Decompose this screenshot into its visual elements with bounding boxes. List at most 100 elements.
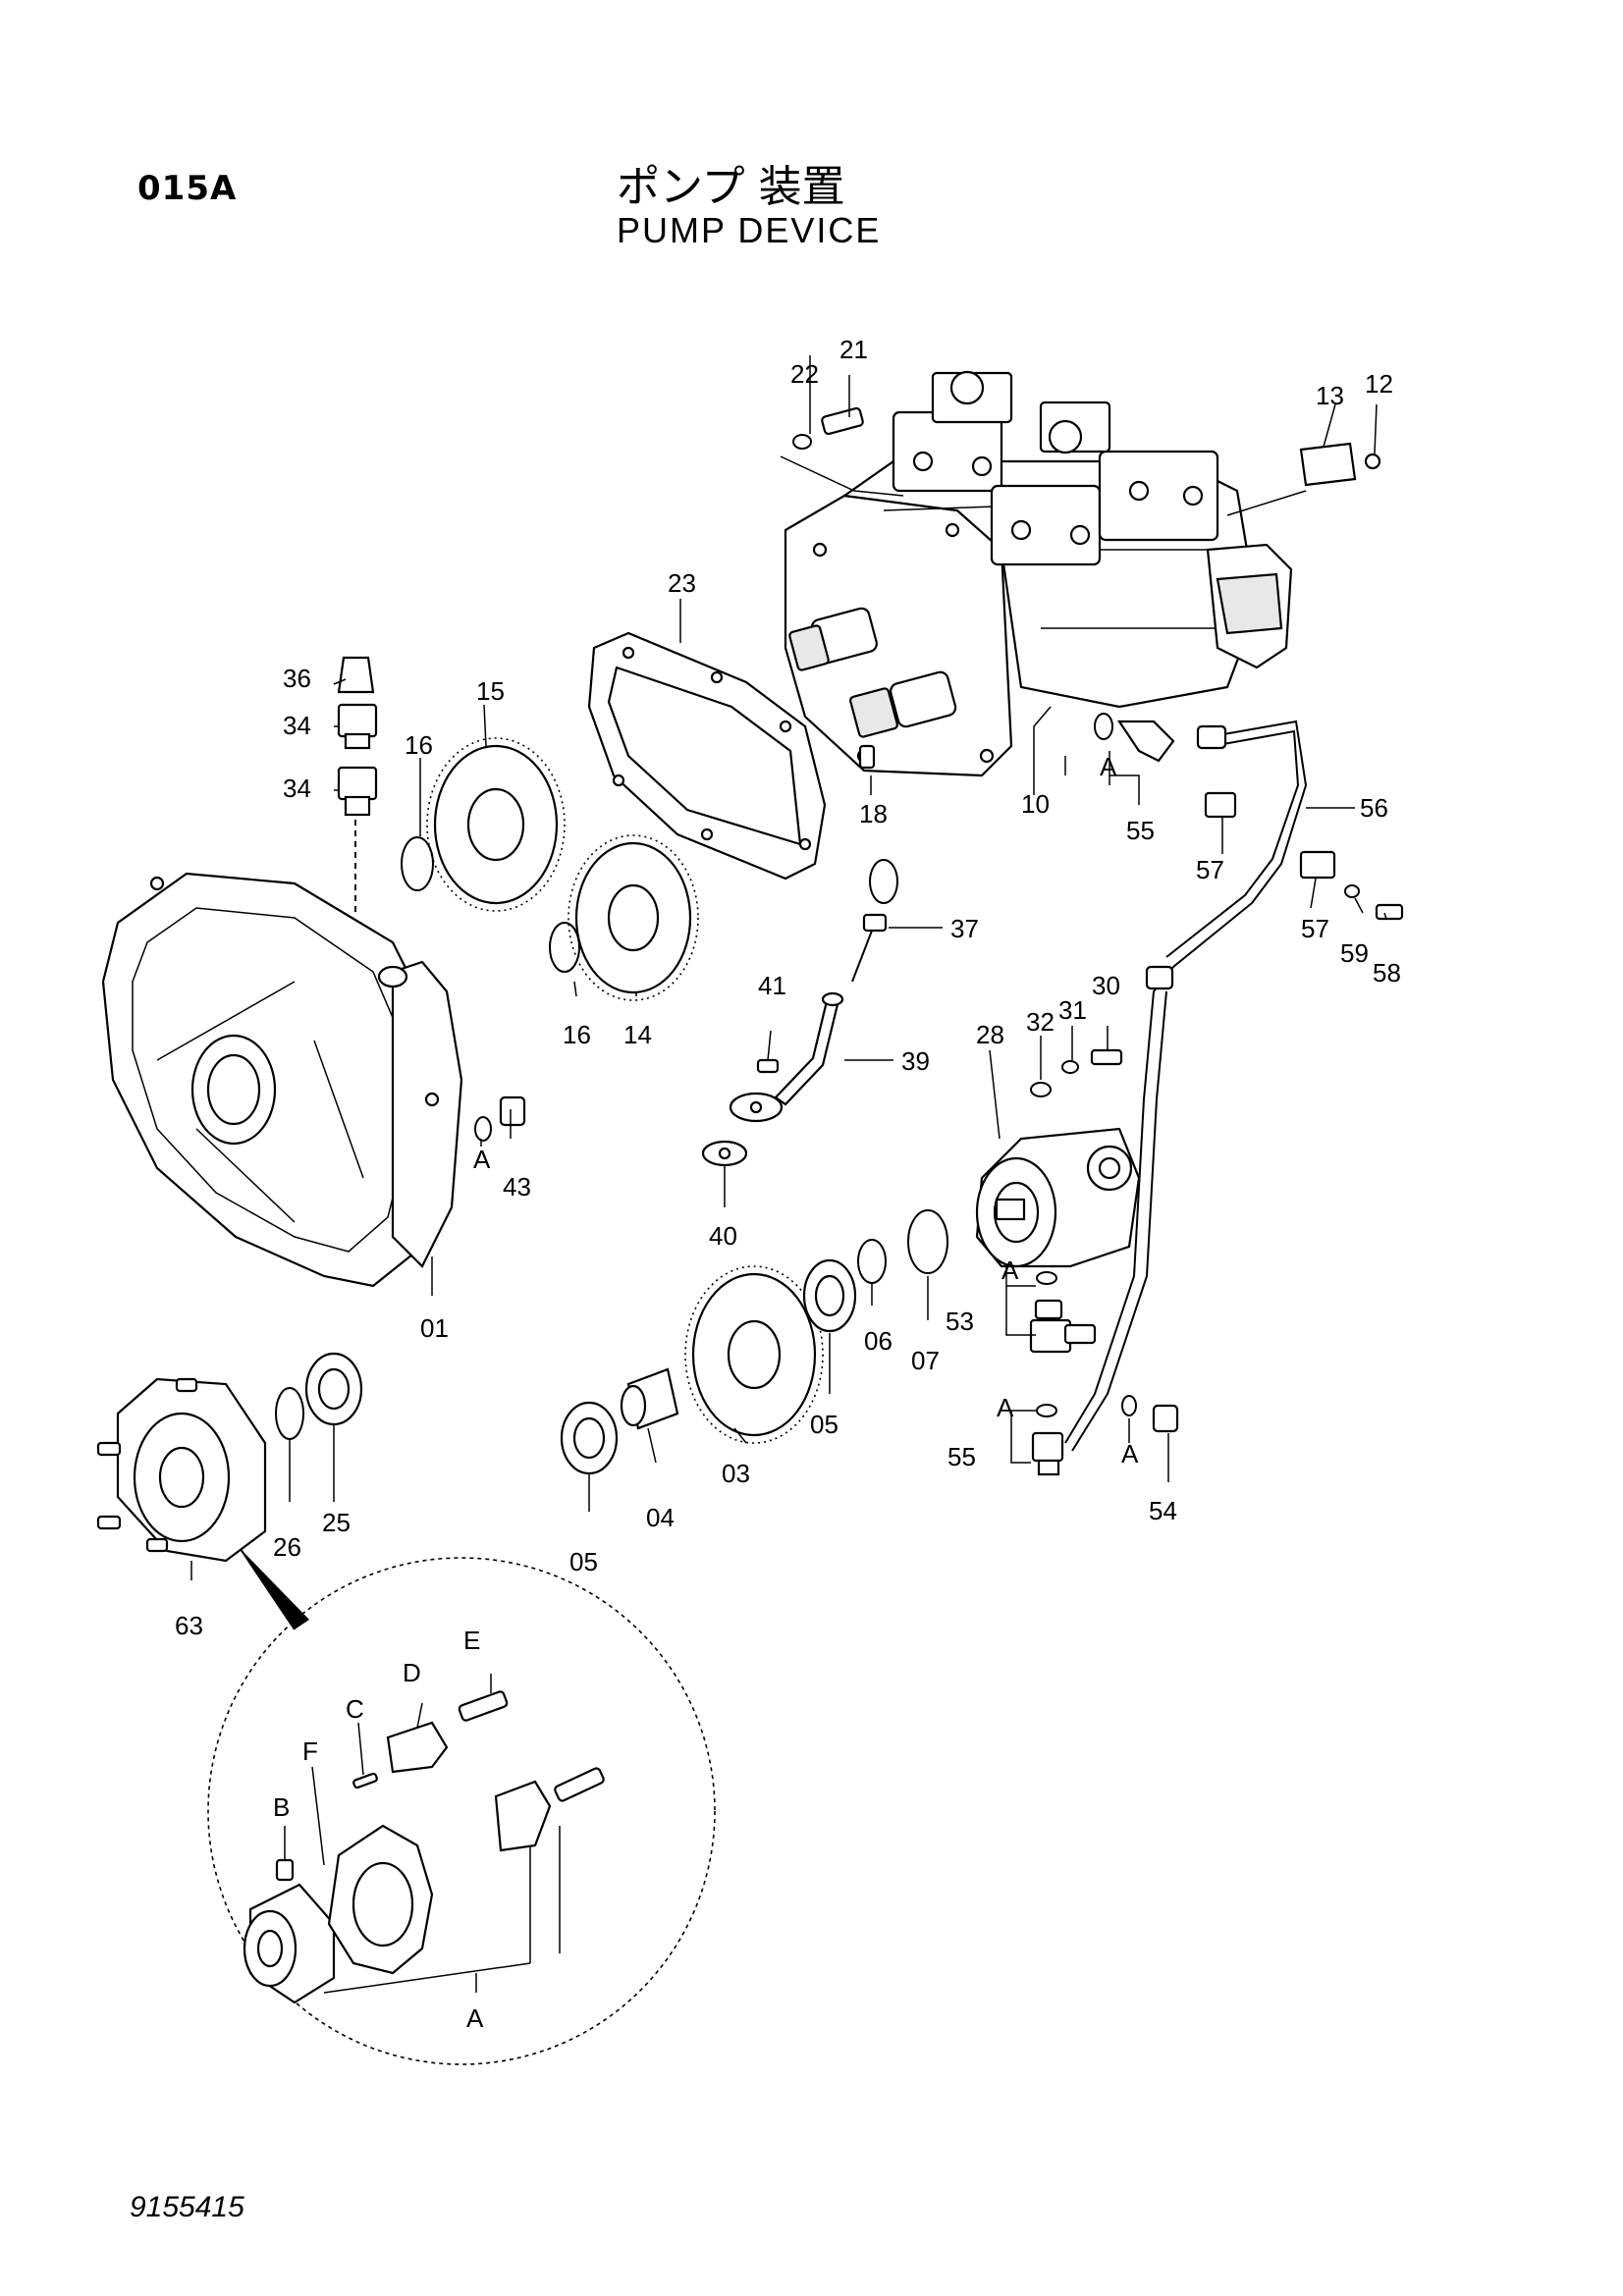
part-callouts: 21 22 13 12 23 36 34 34 15 16 18 10 A 55… xyxy=(175,335,1401,2033)
main-pump-assembly xyxy=(784,370,1293,777)
callout-06: 06 xyxy=(864,1326,893,1356)
callout-53: 53 xyxy=(946,1307,974,1336)
o-ring-a-43 xyxy=(474,1116,492,1142)
callout-18: 18 xyxy=(859,799,888,828)
callout-a-43: A xyxy=(473,1145,491,1174)
callout-36: 36 xyxy=(283,664,311,693)
washer-22 xyxy=(792,434,812,450)
bolt-58 xyxy=(1375,903,1404,921)
oil-seal-25 xyxy=(304,1352,363,1426)
gear-03 xyxy=(684,1265,824,1444)
dipstick-37 xyxy=(851,859,898,983)
callout-12: 12 xyxy=(1365,369,1393,399)
plug-43 xyxy=(499,1095,526,1127)
document-number: 9155415 xyxy=(130,2191,244,2223)
o-ring-a-53 xyxy=(1036,1271,1057,1285)
callout-d: D xyxy=(403,1658,421,1687)
callout-15: 15 xyxy=(476,676,505,706)
washer-59 xyxy=(1344,884,1360,898)
plate-13 xyxy=(1299,442,1357,487)
callout-e: E xyxy=(463,1626,480,1655)
bolt-41 xyxy=(756,1058,780,1074)
snap-ring-16-lower xyxy=(549,922,580,973)
callout-13: 13 xyxy=(1316,381,1344,410)
fitting-34-upper xyxy=(337,703,378,750)
callout-25: 25 xyxy=(322,1508,351,1537)
callout-40: 40 xyxy=(709,1221,737,1251)
coupling-detail-view xyxy=(207,1548,716,2065)
callout-43: 43 xyxy=(503,1172,531,1201)
plug-54 xyxy=(1152,1404,1179,1433)
callout-a-53: A xyxy=(1001,1255,1019,1285)
washer-31 xyxy=(1061,1060,1079,1074)
callout-26: 26 xyxy=(273,1532,301,1562)
callout-23: 23 xyxy=(668,568,696,598)
fitting-55-lower xyxy=(1031,1431,1064,1476)
callout-54: 54 xyxy=(1149,1496,1177,1525)
callout-b: B xyxy=(273,1792,290,1822)
plug-36 xyxy=(337,656,375,694)
fitting-34-lower xyxy=(337,766,378,817)
callout-14: 14 xyxy=(623,1020,652,1049)
elbow-fitting-55-upper xyxy=(1094,713,1175,763)
bolt-21 xyxy=(821,406,864,436)
gasket-40 xyxy=(701,1140,748,1167)
callout-57-upper: 57 xyxy=(1196,855,1224,884)
callout-30: 30 xyxy=(1092,971,1120,1000)
callout-10: 10 xyxy=(1021,789,1050,819)
callout-f: F xyxy=(302,1736,318,1766)
callout-05-lower: 05 xyxy=(569,1547,598,1576)
o-ring-a-55-lower xyxy=(1036,1404,1057,1417)
screw-12 xyxy=(1364,453,1381,470)
callout-a-55-lower: A xyxy=(997,1393,1014,1422)
callout-28: 28 xyxy=(976,1020,1004,1049)
callout-39: 39 xyxy=(901,1046,930,1076)
callout-16-upper: 16 xyxy=(405,730,433,760)
clamp-57-lower xyxy=(1299,850,1336,880)
callout-58: 58 xyxy=(1373,958,1401,988)
bolt-30 xyxy=(1090,1048,1123,1066)
callout-37: 37 xyxy=(950,914,979,943)
callout-21: 21 xyxy=(839,335,868,364)
callout-57-lower: 57 xyxy=(1301,914,1329,943)
callout-34-upper: 34 xyxy=(283,711,311,740)
callout-c: C xyxy=(346,1694,364,1724)
spline-shaft-04 xyxy=(620,1367,679,1430)
gear-pump-28 xyxy=(975,1127,1141,1268)
callout-31: 31 xyxy=(1058,995,1087,1025)
washer-32 xyxy=(1030,1082,1052,1097)
pin-18 xyxy=(858,744,876,770)
callout-32: 32 xyxy=(1026,1007,1055,1037)
callout-55-upper: 55 xyxy=(1126,816,1155,845)
callout-04: 04 xyxy=(646,1503,675,1532)
gear-15 xyxy=(426,737,566,912)
callout-03: 03 xyxy=(722,1459,750,1488)
callout-55-lower: 55 xyxy=(947,1442,976,1471)
snap-ring-26 xyxy=(275,1387,304,1440)
callout-63: 63 xyxy=(175,1611,203,1640)
guide-pipe-39 xyxy=(729,991,844,1123)
hose-56 xyxy=(1153,720,1308,992)
snap-ring-06 xyxy=(857,1239,887,1284)
callout-01: 01 xyxy=(420,1313,449,1343)
callout-05-upper: 05 xyxy=(810,1410,839,1439)
page-title-japanese: ポンプ 装置 xyxy=(617,162,845,212)
o-ring-a-54 xyxy=(1121,1395,1137,1416)
gear-14 xyxy=(568,834,699,1001)
coupling-63 xyxy=(96,1377,267,1563)
callout-a-55-upper: A xyxy=(1100,752,1117,781)
gasket xyxy=(587,631,827,881)
bearing-05-upper xyxy=(802,1258,857,1333)
callout-56: 56 xyxy=(1360,793,1388,823)
snap-ring-16-upper xyxy=(401,836,434,891)
clamp-57-upper xyxy=(1204,791,1237,819)
gear-housing-01 xyxy=(101,872,463,1288)
bearing-05-lower xyxy=(560,1401,619,1475)
snap-ring-07 xyxy=(907,1209,948,1274)
callout-a-detail: A xyxy=(466,2003,484,2033)
callout-a-54: A xyxy=(1121,1439,1139,1468)
page-code: 015A xyxy=(137,169,238,208)
callout-34-lower: 34 xyxy=(283,774,311,803)
callout-41: 41 xyxy=(758,971,786,1000)
